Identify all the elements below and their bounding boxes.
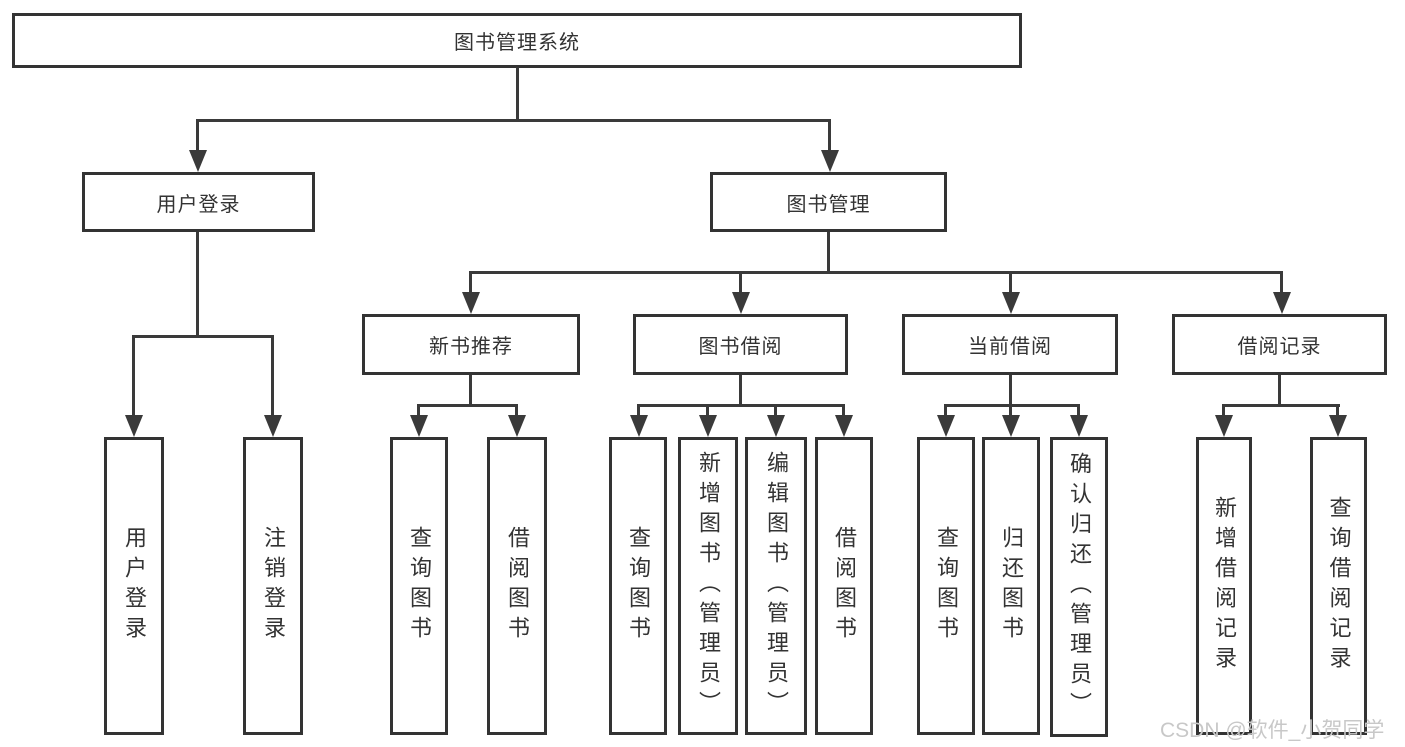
arrow-down-icon [1002, 292, 1020, 314]
connector-root-stem [516, 67, 519, 121]
arrow-down-icon [937, 415, 955, 437]
leaf-borrow-books-2: 借阅图书 [815, 437, 873, 735]
connector-stem-leaf [706, 404, 709, 419]
connector-stem-level3 [739, 271, 742, 294]
arrow-down-icon [1002, 415, 1020, 437]
leaf-query-borrow-record: 查询借阅记录 [1310, 437, 1367, 735]
arrow-down-icon [462, 292, 480, 314]
node-borrow-records: 借阅记录 [1172, 314, 1387, 375]
node-root: 图书管理系统 [12, 13, 1022, 68]
arrow-down-icon [1273, 292, 1291, 314]
connector-bus-level2 [196, 119, 831, 122]
leaf-borrow-books-1: 借阅图书 [487, 437, 547, 735]
arrow-down-icon [189, 150, 207, 172]
connector-stem-leaf [637, 404, 640, 419]
connector-stem-leaf [1077, 404, 1080, 419]
leaf-query-books-2: 查询图书 [609, 437, 667, 735]
connector-stem-leaf [132, 335, 135, 417]
connector-borrow-records-stem [1278, 375, 1281, 407]
connector-stem-level3 [1009, 271, 1012, 294]
leaf-query-books-3: 查询图书 [917, 437, 975, 735]
connector-stem-leaf [1009, 404, 1012, 419]
connector-stem-leaf [417, 404, 420, 419]
connector-bus-book-borrow [637, 404, 845, 407]
connector-bus-user-login [132, 335, 274, 338]
connector-stem-user-login [196, 119, 199, 152]
connector-bus-borrow-records [1222, 404, 1340, 407]
arrow-down-icon [630, 415, 648, 437]
node-book-borrow: 图书借阅 [633, 314, 848, 375]
arrow-down-icon [732, 292, 750, 314]
connector-bus-new-book [417, 404, 518, 407]
leaf-edit-books-admin: 编辑图书（管理员） [745, 437, 807, 735]
arrow-down-icon [125, 415, 143, 437]
connector-book-borrow-stem [739, 375, 742, 407]
node-book-management: 图书管理 [710, 172, 947, 232]
connector-stem-leaf [515, 404, 518, 419]
arrow-down-icon [821, 150, 839, 172]
connector-stem-leaf [774, 404, 777, 419]
arrow-down-icon [410, 415, 428, 437]
arrow-down-icon [508, 415, 526, 437]
node-user-login: 用户登录 [82, 172, 315, 232]
leaf-add-books-admin: 新增图书（管理员） [678, 437, 738, 735]
leaf-add-borrow-record: 新增借阅记录 [1196, 437, 1252, 735]
connector-bus-level3 [469, 271, 1283, 274]
leaf-user-login: 用户登录 [104, 437, 164, 735]
arrow-down-icon [767, 415, 785, 437]
connector-book-mgmt-stem [827, 232, 830, 274]
csdn-watermark: CSDN @软件_小贺同学 [1160, 719, 1385, 742]
arrow-down-icon [835, 415, 853, 437]
connector-current-borrow-stem [1009, 375, 1012, 407]
leaf-logout: 注销登录 [243, 437, 303, 735]
arrow-down-icon [1070, 415, 1088, 437]
arrow-down-icon [699, 415, 717, 437]
node-current-borrow: 当前借阅 [902, 314, 1118, 375]
arrow-down-icon [1329, 415, 1347, 437]
connector-stem-leaf [1336, 404, 1339, 419]
connector-bus-current-borrow [944, 404, 1080, 407]
node-new-book-recommend: 新书推荐 [362, 314, 580, 375]
connector-user-login-stem [196, 232, 199, 338]
connector-new-book-stem [469, 375, 472, 407]
leaf-confirm-return-admin: 确认归还（管理员） [1050, 437, 1108, 737]
arrow-down-icon [264, 415, 282, 437]
connector-stem-leaf [842, 404, 845, 419]
connector-stem-level3 [469, 271, 472, 294]
arrow-down-icon [1215, 415, 1233, 437]
connector-stem-level3 [1280, 271, 1283, 294]
leaf-query-books-1: 查询图书 [390, 437, 448, 735]
connector-stem-leaf [271, 335, 274, 417]
connector-stem-leaf [1222, 404, 1225, 419]
connector-stem-leaf [944, 404, 947, 419]
connector-stem-book-mgmt [828, 119, 831, 152]
leaf-return-books: 归还图书 [982, 437, 1040, 735]
